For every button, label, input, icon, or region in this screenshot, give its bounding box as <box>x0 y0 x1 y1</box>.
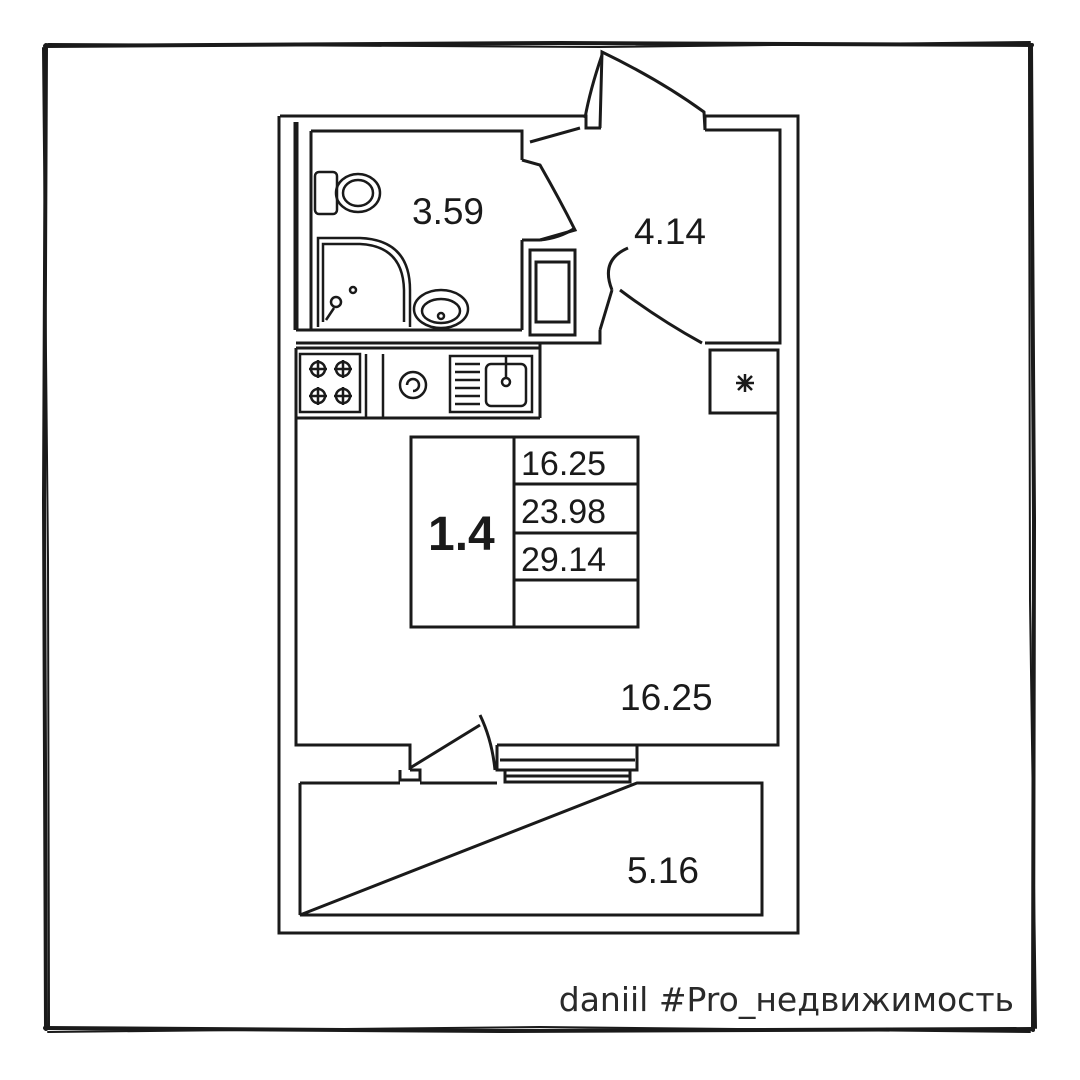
stove-icon <box>298 352 362 414</box>
unit-area-3: 29.14 <box>521 541 606 579</box>
unit-area-1: 16.25 <box>521 445 606 483</box>
shower-icon <box>316 236 412 327</box>
watermark-text: daniil #Pro_недвижимость <box>559 980 1014 1019</box>
bathroom-area-label: 3.59 <box>412 191 484 232</box>
living-area-label: 16.25 <box>620 677 713 718</box>
balcony-area-label: 5.16 <box>627 850 699 891</box>
kitchen-sink-icon <box>448 354 534 414</box>
sketch-frame <box>41 40 1037 1034</box>
washer-icon <box>364 354 428 418</box>
apartment-walls <box>277 49 800 935</box>
toilet-icon <box>313 170 382 216</box>
ventilation-icon <box>736 374 754 392</box>
sink-icon <box>412 288 470 330</box>
hallway-area-label: 4.14 <box>634 211 706 252</box>
unit-area-2: 23.98 <box>521 493 606 531</box>
unit-info-table <box>409 435 640 629</box>
unit-code: 1.4 <box>428 508 495 561</box>
